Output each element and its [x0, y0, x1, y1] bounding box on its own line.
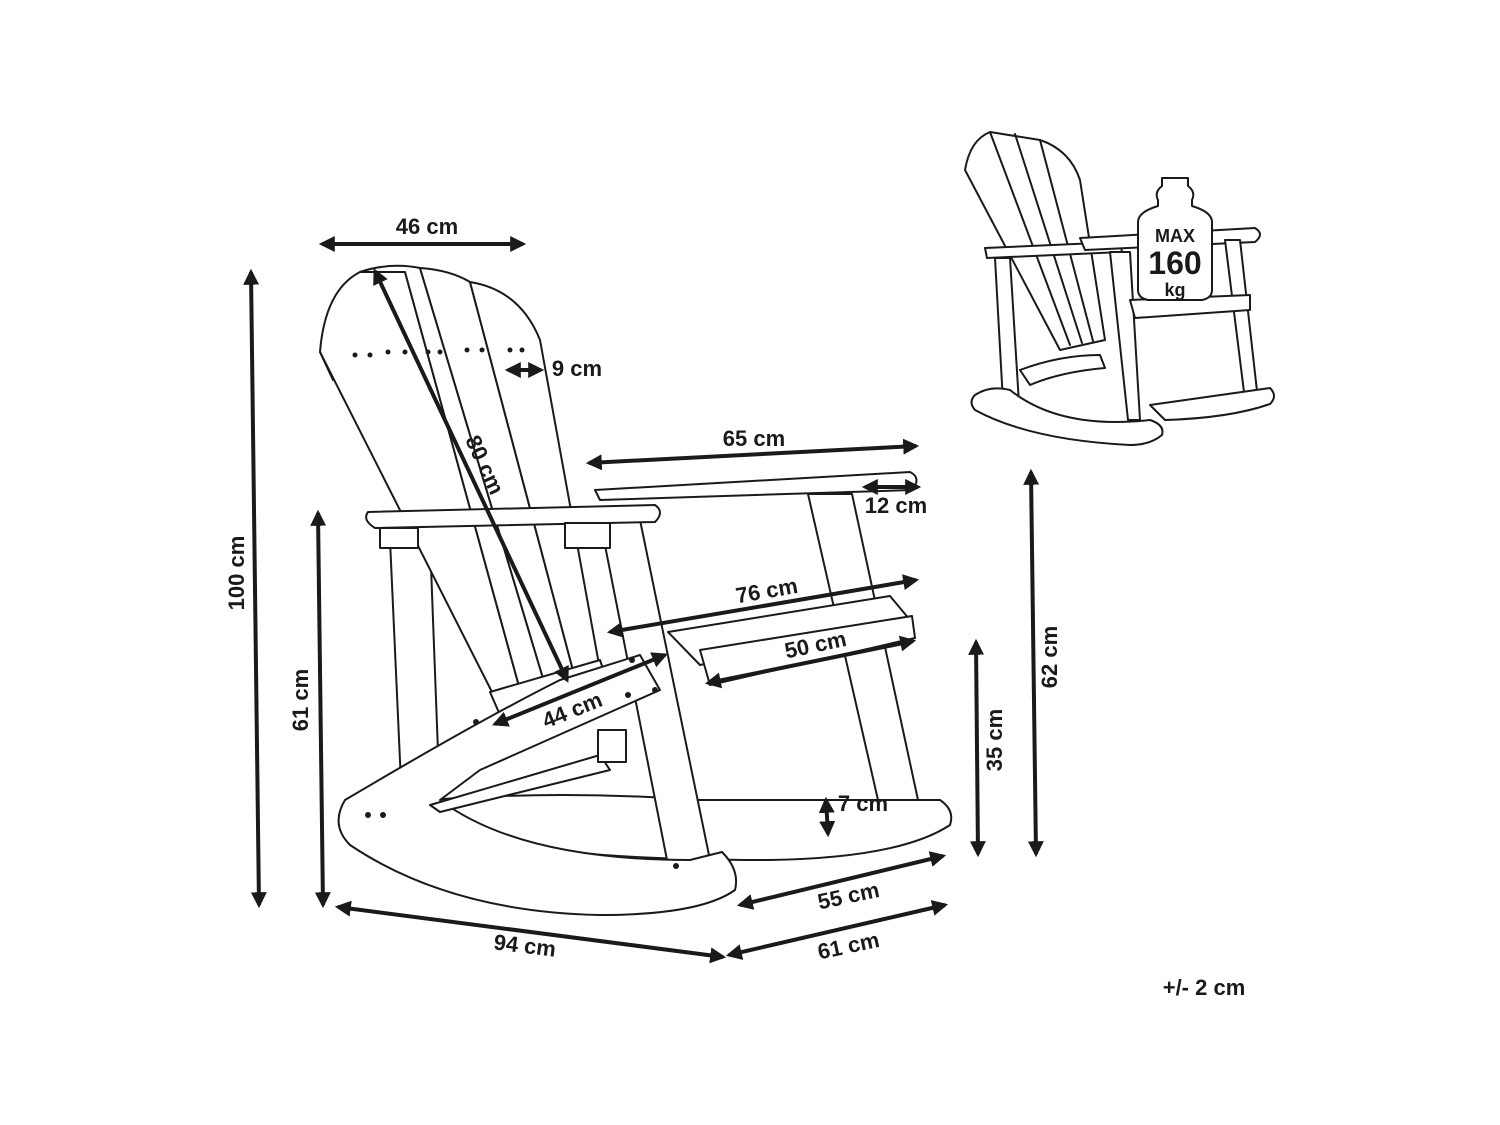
dimension-arrows — [243, 236, 1044, 964]
badge-160-text: 160 — [1148, 245, 1201, 281]
label-46cm: 46 cm — [396, 214, 458, 239]
label-12cm: 12 cm — [865, 493, 927, 518]
label-61cm-height: 61 cm — [288, 669, 313, 731]
label-100cm: 100 cm — [224, 536, 249, 611]
label-62cm: 62 cm — [1037, 626, 1062, 688]
label-7cm: 7 cm — [838, 791, 888, 816]
label-65cm: 65 cm — [723, 426, 785, 451]
small-chair-illustration — [964, 131, 1275, 446]
label-9cm: 9 cm — [552, 356, 602, 381]
badge-kg-text: kg — [1164, 280, 1185, 300]
label-35cm: 35 cm — [982, 709, 1007, 771]
tolerance-note: +/- 2 cm — [1163, 975, 1246, 1000]
weight-badge: MAX 160 kg — [1137, 177, 1213, 301]
badge-max-text: MAX — [1155, 226, 1195, 246]
